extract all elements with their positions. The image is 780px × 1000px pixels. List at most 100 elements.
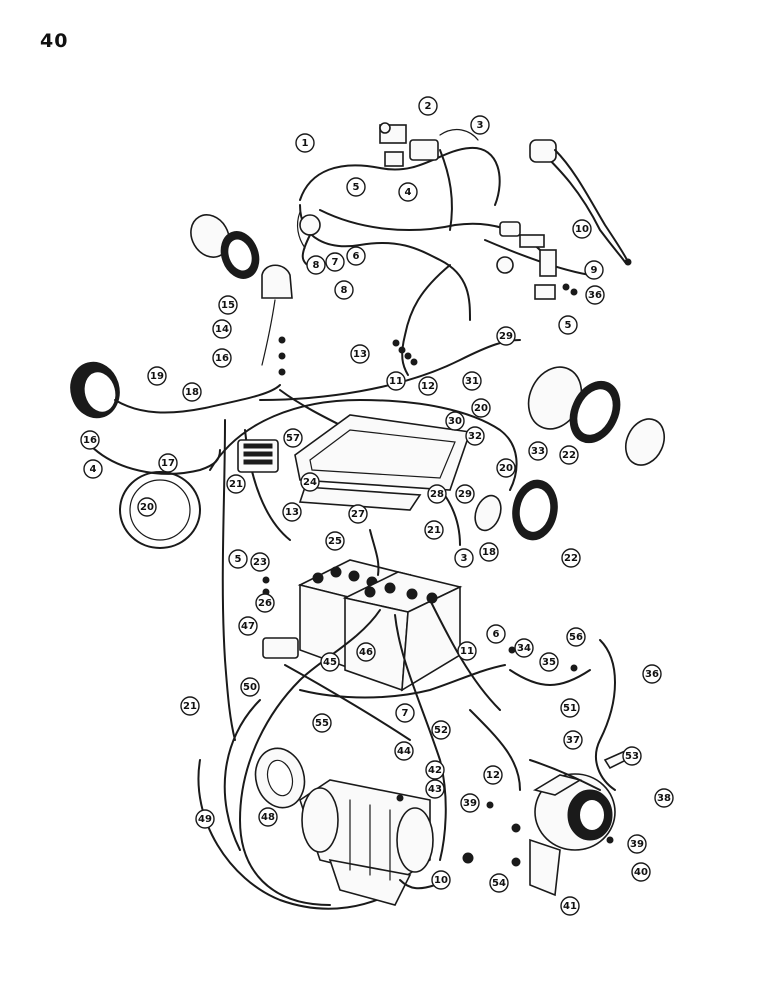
callout-label: 41	[563, 901, 577, 912]
callout-c13a: 13	[350, 344, 370, 364]
page-number: 40	[40, 30, 69, 52]
callout-c48: 48	[258, 807, 278, 827]
callout-c40: 40	[631, 862, 651, 882]
callout-circle	[346, 177, 366, 197]
callout-circle	[486, 624, 506, 644]
callout-c3: 3	[470, 115, 490, 135]
callout-c25: 25	[325, 531, 345, 551]
callout-label: 3	[461, 553, 468, 564]
callout-label: 52	[434, 725, 448, 736]
callout-circle	[394, 741, 414, 761]
callout-c16a: 16	[212, 348, 232, 368]
callout-circle	[654, 788, 674, 808]
callout-c2: 2	[418, 96, 438, 116]
callout-label: 5	[353, 182, 360, 193]
callout-circle	[226, 474, 246, 494]
callout-c41: 41	[560, 896, 580, 916]
callout-circle	[462, 371, 482, 391]
callout-circle	[431, 870, 451, 890]
callout-circle	[496, 458, 516, 478]
callout-circle	[398, 182, 418, 202]
callout-circle	[147, 366, 167, 386]
callout-c44: 44	[394, 741, 414, 761]
callout-circle	[642, 664, 662, 684]
callout-label: 25	[328, 536, 342, 547]
callout-label: 20	[140, 502, 154, 513]
callout-label: 34	[517, 643, 531, 654]
callout-circle	[528, 441, 548, 461]
callout-label: 22	[562, 450, 576, 461]
callout-c36b: 36	[642, 664, 662, 684]
callout-circle	[386, 371, 406, 391]
callout-c46: 46	[356, 642, 376, 662]
callout-c49: 49	[195, 809, 215, 829]
callout-label: 13	[285, 507, 299, 518]
callout-c34: 34	[514, 638, 534, 658]
callout-circle	[300, 472, 320, 492]
callout-label: 16	[215, 353, 229, 364]
callout-circle	[460, 793, 480, 813]
callout-c11b: 11	[457, 641, 477, 661]
callout-circle	[496, 326, 516, 346]
callout-label: 18	[185, 387, 199, 398]
callout-circle	[320, 652, 340, 672]
hardware-dots	[262, 283, 614, 867]
callout-label: 14	[215, 324, 229, 335]
callout-c8b: 8	[334, 280, 354, 300]
callout-c18a: 18	[182, 382, 202, 402]
callout-circle	[306, 255, 326, 275]
callout-c26: 26	[255, 593, 275, 613]
callout-label: 37	[566, 735, 580, 746]
callout-c22a: 22	[559, 445, 579, 465]
callout-label: 36	[588, 290, 602, 301]
callout-label: 33	[531, 446, 545, 457]
callout-circle	[425, 760, 445, 780]
callout-c38: 38	[654, 788, 674, 808]
callout-circle	[431, 720, 451, 740]
battery-right-part	[342, 571, 463, 692]
callout-c14: 14	[212, 319, 232, 339]
callout-c21a: 21	[226, 474, 246, 494]
callout-label: 29	[458, 489, 472, 500]
battery-tray-part	[294, 414, 472, 491]
callout-c12b: 12	[483, 765, 503, 785]
callout-c5: 5	[346, 177, 366, 197]
callout-c29b: 29	[455, 484, 475, 504]
callout-circle	[218, 295, 238, 315]
callout-c19: 19	[147, 366, 167, 386]
callout-c31: 31	[462, 371, 482, 391]
callout-circle	[631, 862, 651, 882]
callout-c32: 32	[465, 426, 485, 446]
callout-circle	[454, 548, 474, 568]
callout-label: 45	[323, 657, 337, 668]
callout-label: 44	[397, 746, 411, 757]
callout-circle	[424, 520, 444, 540]
callout-label: 3	[477, 120, 484, 131]
callout-circle	[228, 549, 248, 569]
callout-circle	[425, 779, 445, 799]
callout-label: 6	[353, 251, 360, 262]
callout-label: 11	[389, 376, 403, 387]
callout-c50: 50	[240, 677, 260, 697]
callout-c55: 55	[312, 713, 332, 733]
callout-c47: 47	[238, 616, 258, 636]
callout-c21c: 21	[180, 696, 200, 716]
callout-label: 5	[235, 554, 242, 565]
callout-label: 10	[575, 224, 589, 235]
callout-circle	[282, 502, 302, 522]
starter-motor-part	[299, 779, 436, 906]
callout-label: 4	[90, 464, 97, 475]
callout-label: 9	[591, 265, 598, 276]
callout-circle	[483, 765, 503, 785]
callout-c18b: 18	[479, 542, 499, 562]
callout-label: 19	[150, 371, 164, 382]
callout-c16b: 16	[80, 430, 100, 450]
callout-c24: 24	[300, 472, 320, 492]
callout-c39b: 39	[627, 834, 647, 854]
callout-circle	[455, 484, 475, 504]
callout-circle	[457, 641, 477, 661]
callout-c52: 52	[431, 720, 451, 740]
callout-circle	[356, 642, 376, 662]
